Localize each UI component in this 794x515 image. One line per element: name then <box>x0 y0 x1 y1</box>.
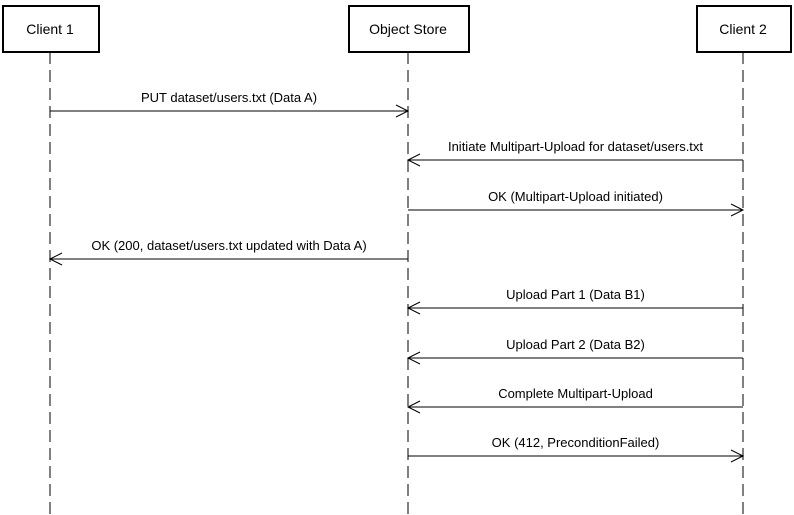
actor-store: Object Store <box>348 5 470 53</box>
actor-box-client1 <box>2 5 100 53</box>
message-label: OK (Multipart-Upload initiated) <box>488 189 663 204</box>
arrowhead-icon <box>730 449 745 463</box>
message-label: Upload Part 1 (Data B1) <box>506 287 645 302</box>
message-1: PUT dataset/users.txt (Data A) <box>50 90 410 118</box>
message-label: OK (412, PreconditionFailed) <box>492 435 660 450</box>
actor-client2: Client 2 <box>696 5 792 53</box>
actor-label-client1: Client 1 <box>26 21 74 37</box>
message-label: OK (200, dataset/users.txt updated with … <box>91 238 366 253</box>
arrowhead-icon <box>406 400 421 414</box>
message-label: Upload Part 2 (Data B2) <box>506 337 645 352</box>
actor-label-store: Object Store <box>369 21 447 37</box>
arrowhead-icon <box>395 104 410 118</box>
message-label: PUT dataset/users.txt (Data A) <box>141 90 317 105</box>
messages: PUT dataset/users.txt (Data A) Initiate M… <box>48 90 745 463</box>
message-6: Upload Part 2 (Data B2) <box>406 337 743 365</box>
actor-label-client2: Client 2 <box>719 21 767 37</box>
actor-box-client2 <box>696 5 792 53</box>
message-label: Initiate Multipart-Upload for dataset/us… <box>448 139 703 154</box>
lifelines <box>49 52 744 515</box>
arrowhead-icon <box>406 301 421 315</box>
message-8: OK (412, PreconditionFailed) <box>408 435 745 463</box>
message-2: Initiate Multipart-Upload for dataset/us… <box>406 139 743 167</box>
message-5: Upload Part 1 (Data B1) <box>406 287 743 315</box>
arrowhead-icon <box>730 203 745 217</box>
arrowhead-icon <box>406 351 421 365</box>
message-3: OK (Multipart-Upload initiated) <box>408 189 745 217</box>
message-label: Complete Multipart-Upload <box>498 386 653 401</box>
actor-box-store <box>348 5 470 53</box>
actor-client1: Client 1 <box>2 5 100 53</box>
message-7: Complete Multipart-Upload <box>406 386 743 414</box>
arrowhead-icon <box>48 252 63 266</box>
arrowhead-icon <box>406 153 421 167</box>
actors: Client 1 Object Store Client 2 <box>2 5 792 53</box>
message-4: OK (200, dataset/users.txt updated with … <box>48 238 408 266</box>
